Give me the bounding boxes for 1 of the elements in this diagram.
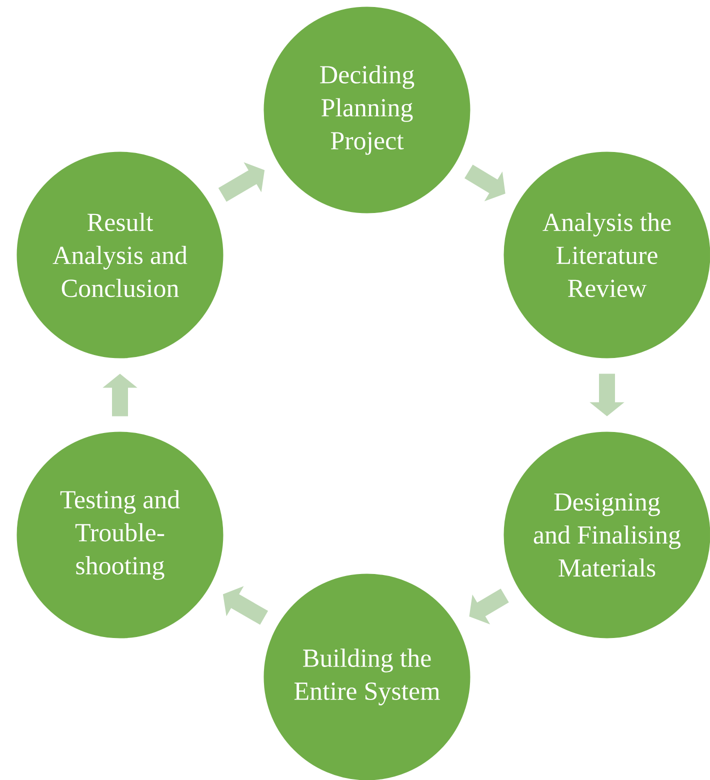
block-arrow bbox=[469, 588, 509, 624]
